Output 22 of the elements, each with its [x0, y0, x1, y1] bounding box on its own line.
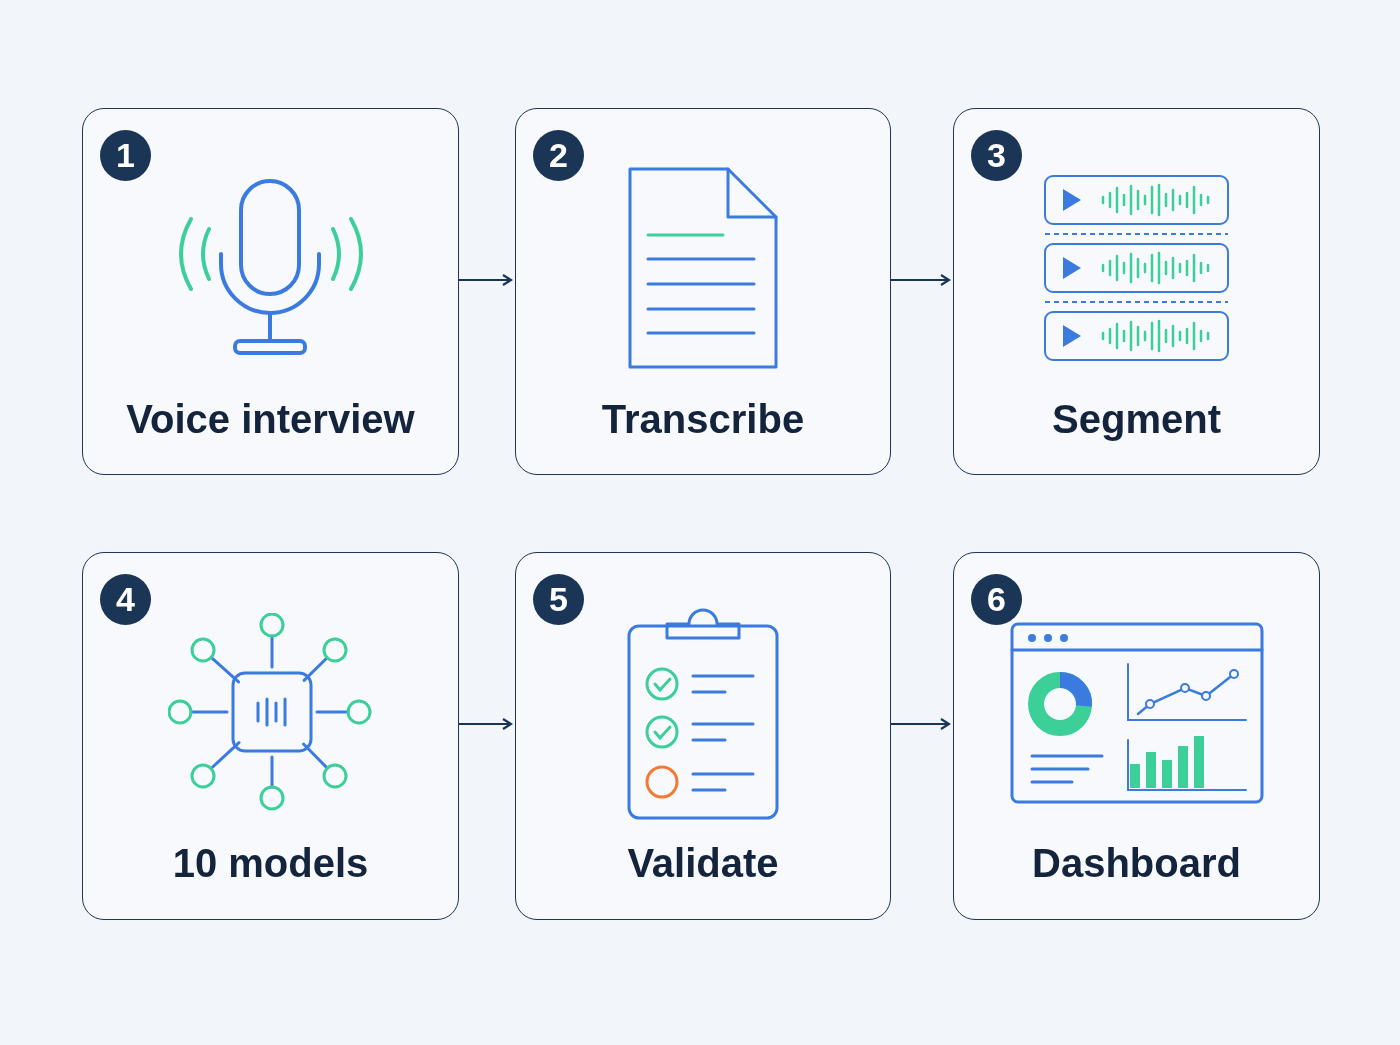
step-number-badge: 4: [100, 574, 151, 625]
step-number-badge: 1: [100, 130, 151, 181]
step-number-badge: 5: [533, 574, 584, 625]
step-label: Validate: [626, 840, 780, 887]
step-card: [515, 552, 891, 920]
step-label: Dashboard: [1031, 840, 1242, 887]
step-card: [82, 108, 459, 475]
step-card: [953, 108, 1320, 475]
step-label: 10 models: [171, 840, 370, 887]
arrow: [459, 717, 513, 731]
step-card: [82, 552, 459, 920]
step-number-badge: 6: [971, 574, 1022, 625]
arrow: [891, 717, 951, 731]
step-card: [515, 108, 891, 475]
step-label: Voice interview: [125, 396, 416, 443]
step-label: Segment: [1051, 396, 1222, 443]
arrow: [459, 273, 513, 287]
arrow: [891, 273, 951, 287]
step-label: Transcribe: [600, 396, 806, 443]
step-card: [953, 552, 1320, 920]
step-number-badge: 2: [533, 130, 584, 181]
step-number-badge: 3: [971, 130, 1022, 181]
